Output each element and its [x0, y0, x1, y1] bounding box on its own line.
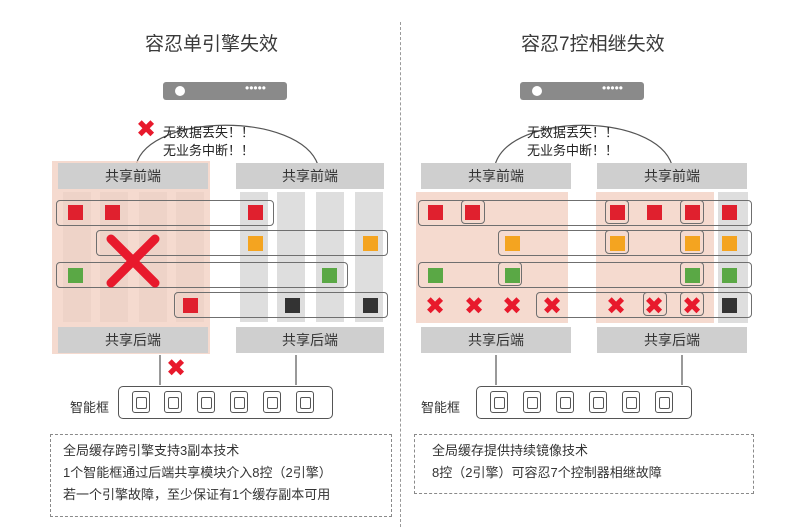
cache-block: [105, 205, 120, 220]
disk-icon: [132, 391, 150, 413]
failure-x-icon: ✖: [606, 292, 627, 320]
disk-icon: [490, 391, 508, 413]
cache-block: [465, 205, 480, 220]
right-frame-label: 智能框: [421, 400, 461, 415]
cache-block: [685, 236, 700, 251]
cache-copy-outline: [680, 230, 704, 254]
disk-icon: [622, 391, 640, 413]
cache-row-mixed: [174, 292, 388, 318]
cache-copy-outline: [605, 200, 629, 224]
cache-block: [722, 236, 737, 251]
center-divider: [400, 22, 401, 527]
left-front-end-1: 共享前端: [58, 163, 208, 189]
cache-block: [505, 268, 520, 283]
cache-copy-outline: [461, 200, 485, 224]
right-message-line2: 无业务中断！！: [527, 143, 619, 158]
right-front-end-2: 共享前端: [597, 163, 747, 189]
failure-x-icon: ✖: [136, 115, 157, 143]
left-message-line1: 无数据丢失！！: [163, 125, 255, 140]
cache-block: [363, 236, 378, 251]
cache-block: [248, 236, 263, 251]
connection-arc: [494, 124, 683, 385]
cache-copy-outline: [605, 230, 629, 254]
right-note-line1: 全局缓存提供持续镜像技术: [432, 443, 589, 458]
left-note-line1: 全局缓存跨引擎支持3副本技术: [63, 443, 240, 458]
left-note-line3: 若一个引擎故障，至少保证有1个缓存副本可用: [63, 487, 331, 502]
left-message-line2: 无业务中断！！: [163, 143, 255, 158]
disk-icon: [556, 391, 574, 413]
right-back-end-2: 共享后端: [597, 327, 747, 353]
cache-copy-outline: [680, 292, 704, 316]
right-note-box: [414, 434, 754, 494]
cache-row-green: [418, 262, 752, 288]
failure-x-icon: ✖: [644, 292, 665, 320]
disk-icon: [655, 391, 673, 413]
right-note-line2: 8控（2引擎）可容忍7个控制器相继故障: [432, 465, 662, 480]
left-back-end-2: 共享后端: [236, 327, 384, 353]
cache-block: [685, 205, 700, 220]
cache-block: [685, 268, 700, 283]
cache-block: [248, 205, 263, 220]
left-smart-frame: [118, 386, 333, 419]
cache-block: [363, 298, 378, 313]
disk-icon: [230, 391, 248, 413]
disk-icon: [263, 391, 281, 413]
cache-copy-outline: [680, 262, 704, 286]
failure-x-icon: ✖: [682, 292, 703, 320]
cache-row-orange: [96, 230, 388, 256]
cache-block: [183, 298, 198, 313]
cache-block: [722, 268, 737, 283]
server-dots: •••••: [245, 81, 267, 95]
cache-block: [322, 268, 337, 283]
failure-x-icon: ✖: [542, 292, 563, 320]
cache-block: [428, 205, 443, 220]
left-note-line2: 1个智能框通过后端共享模块介入8控（2引擎）: [63, 465, 332, 480]
server-dots: •••••: [602, 81, 624, 95]
cache-block: [722, 205, 737, 220]
left-note-box: [50, 434, 392, 517]
right-front-end-1: 共享前端: [421, 163, 571, 189]
right-back-end-1: 共享后端: [421, 327, 571, 353]
cache-copy-outline: [643, 292, 667, 316]
disk-icon: [523, 391, 541, 413]
right-title: 容忍7控相继失效: [521, 34, 665, 55]
cache-block: [610, 205, 625, 220]
failure-x-icon: ✖: [425, 292, 446, 320]
failure-x-icon: ✖: [464, 292, 485, 320]
cache-block: [647, 205, 662, 220]
cache-block: [68, 268, 83, 283]
disk-icon: [589, 391, 607, 413]
cache-block: [505, 236, 520, 251]
right-smart-frame: [476, 386, 692, 419]
cache-copy-outline: [680, 200, 704, 224]
cache-row-green: [56, 262, 348, 288]
cache-block: [428, 268, 443, 283]
controller-column: [316, 192, 344, 322]
cache-row-red: [56, 200, 274, 226]
backend-failure-x-icon: ✖: [166, 354, 187, 382]
connection-arc: [135, 124, 319, 385]
disk-icon: [296, 391, 314, 413]
cache-row-red: [418, 200, 752, 226]
cache-block: [722, 298, 737, 313]
server-icon: •••••: [520, 81, 644, 100]
cache-block: [285, 298, 300, 313]
disk-icon: [164, 391, 182, 413]
cache-block: [68, 205, 83, 220]
left-back-end-1: 共享后端: [58, 327, 208, 353]
left-front-end-2: 共享前端: [236, 163, 384, 189]
engine-failure-x-icon: [106, 234, 160, 288]
disk-icon: [197, 391, 215, 413]
right-message-line1: 无数据丢失！！: [527, 125, 619, 140]
left-title: 容忍单引擎失效: [145, 34, 279, 55]
left-frame-label: 智能框: [70, 400, 110, 415]
server-icon: •••••: [163, 81, 287, 100]
cache-copy-outline: [498, 262, 522, 286]
cache-block: [610, 236, 625, 251]
failure-x-icon: ✖: [502, 292, 523, 320]
